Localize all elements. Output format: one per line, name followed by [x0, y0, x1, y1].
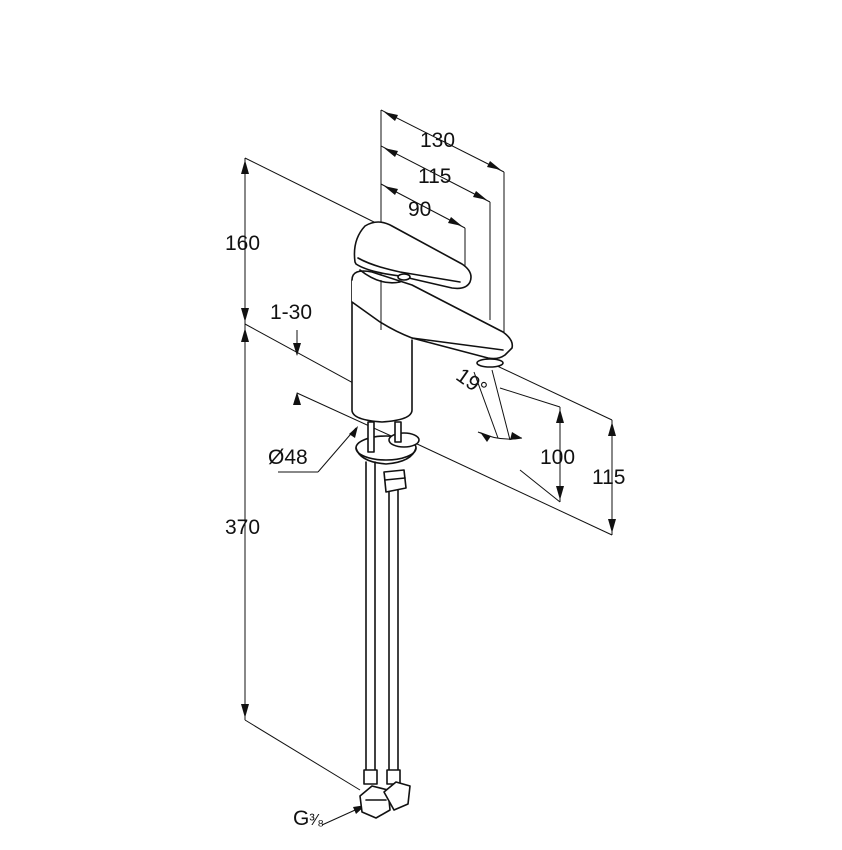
- supply-hoses: [359, 461, 411, 819]
- dim-1-30-label: 1-30: [270, 301, 312, 324]
- dim-115-right-label: 115: [592, 466, 625, 489]
- dim-160-label: 160: [225, 232, 260, 255]
- thread-fraction: ³⁄₈: [309, 812, 324, 829]
- dim-100-label: 100: [540, 446, 575, 469]
- thread-g: G: [293, 807, 309, 830]
- faucet-body: [351, 221, 514, 493]
- dim-angle-19-label: 19°: [452, 364, 491, 401]
- dimension-labels: 130 115 90 160 1-30 370 Ø48 100 115 19° …: [225, 129, 625, 830]
- dimension-arrows: [241, 112, 616, 814]
- dim-370-label: 370: [225, 516, 260, 539]
- dim-130-label: 130: [420, 129, 455, 152]
- thread-size-label: G³⁄₈: [293, 807, 324, 830]
- dim-115-top-label: 115: [418, 165, 451, 188]
- dim-90-label: 90: [408, 198, 431, 221]
- dim-diameter-48-label: Ø48: [268, 446, 308, 469]
